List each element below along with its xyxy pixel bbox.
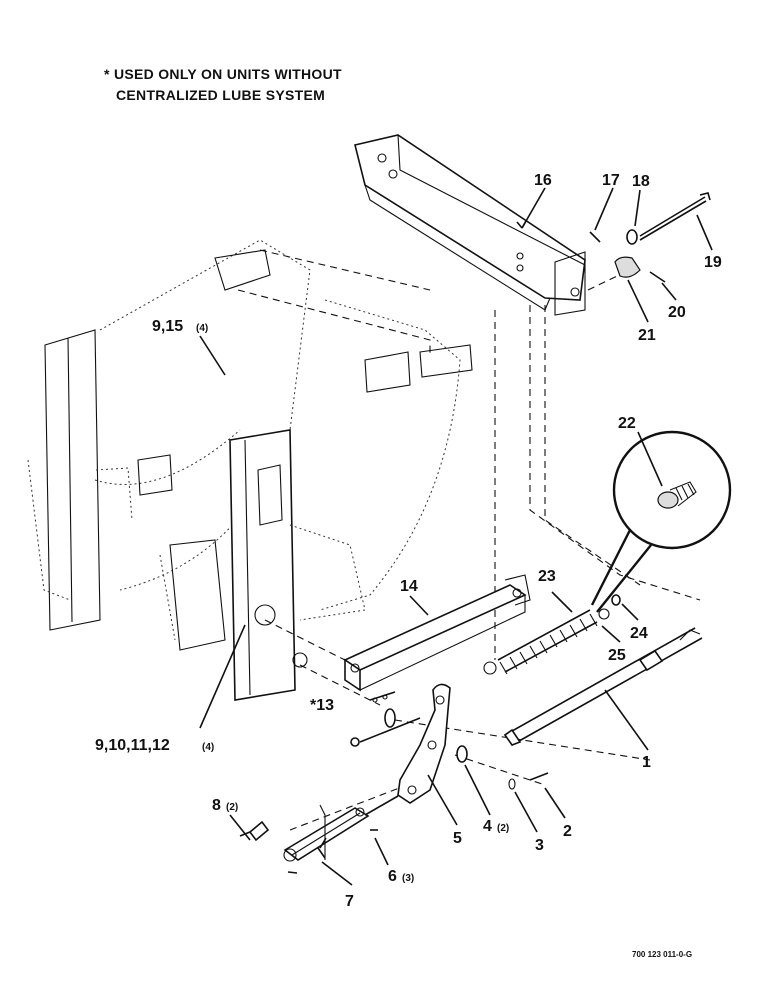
callout-8-qty: (2) — [226, 802, 238, 813]
part-6-pin — [364, 795, 399, 816]
callout-8: 8 — [212, 797, 221, 814]
callout-9-10-11-12: 9,10,11,12 — [95, 737, 170, 754]
small-hardware — [350, 691, 549, 790]
callout-7: 7 — [345, 893, 354, 910]
dashed-guide-lower — [529, 305, 701, 601]
callout-20: 20 — [668, 304, 686, 321]
frame-structure — [27, 239, 651, 831]
callout-5: 5 — [453, 830, 462, 847]
callout-6-qty: (3) — [402, 873, 414, 884]
part-24-nut — [611, 594, 621, 606]
callout-21: 21 — [638, 327, 656, 344]
part-7-link — [239, 804, 370, 862]
usage-note-line-1: * USED ONLY ON UNITS WITHOUT — [104, 66, 342, 82]
usage-note-line-2: CENTRALIZED LUBE SYSTEM — [116, 87, 326, 103]
callout-6: 6 — [388, 868, 397, 885]
callout-9-15: 9,15 — [152, 318, 183, 335]
drawing-reference-number: 700 123 011-0-G — [632, 950, 692, 959]
callout-16: 16 — [534, 172, 552, 189]
part-22-detail — [590, 430, 732, 613]
part-14-channel — [343, 574, 531, 692]
callout-17: 17 — [602, 172, 620, 189]
callout-4-qty: (2) — [497, 823, 509, 834]
callout-9-10-11-12-qty: (4) — [202, 742, 214, 753]
part-1-rod — [503, 627, 703, 746]
leader-lines — [199, 187, 713, 886]
callout-19: 19 — [704, 254, 722, 271]
callout-18: 18 — [632, 173, 650, 190]
callout-3: 3 — [535, 837, 544, 854]
callout-23: 23 — [538, 568, 556, 585]
callout-14: 14 — [400, 578, 418, 595]
part-23-spring — [483, 608, 610, 675]
callout-25: 25 — [608, 647, 626, 664]
callout-9-15-qty: (4) — [196, 323, 208, 334]
part-5-link — [397, 683, 451, 804]
part-6-clip-lower — [287, 871, 298, 874]
parts-17-21-hardware — [589, 192, 711, 283]
callout-labels: 16 17 18 19 20 21 22 9,15 (4) 14 23 24 2… — [95, 172, 722, 910]
part-16-bracket — [354, 134, 586, 316]
callout-2: 2 — [563, 823, 572, 840]
callout-1: 1 — [642, 754, 651, 771]
callout-22: 22 — [618, 415, 636, 432]
callout-24: 24 — [630, 625, 648, 642]
callout-13: *13 — [310, 697, 334, 714]
callout-4: 4 — [483, 818, 492, 835]
